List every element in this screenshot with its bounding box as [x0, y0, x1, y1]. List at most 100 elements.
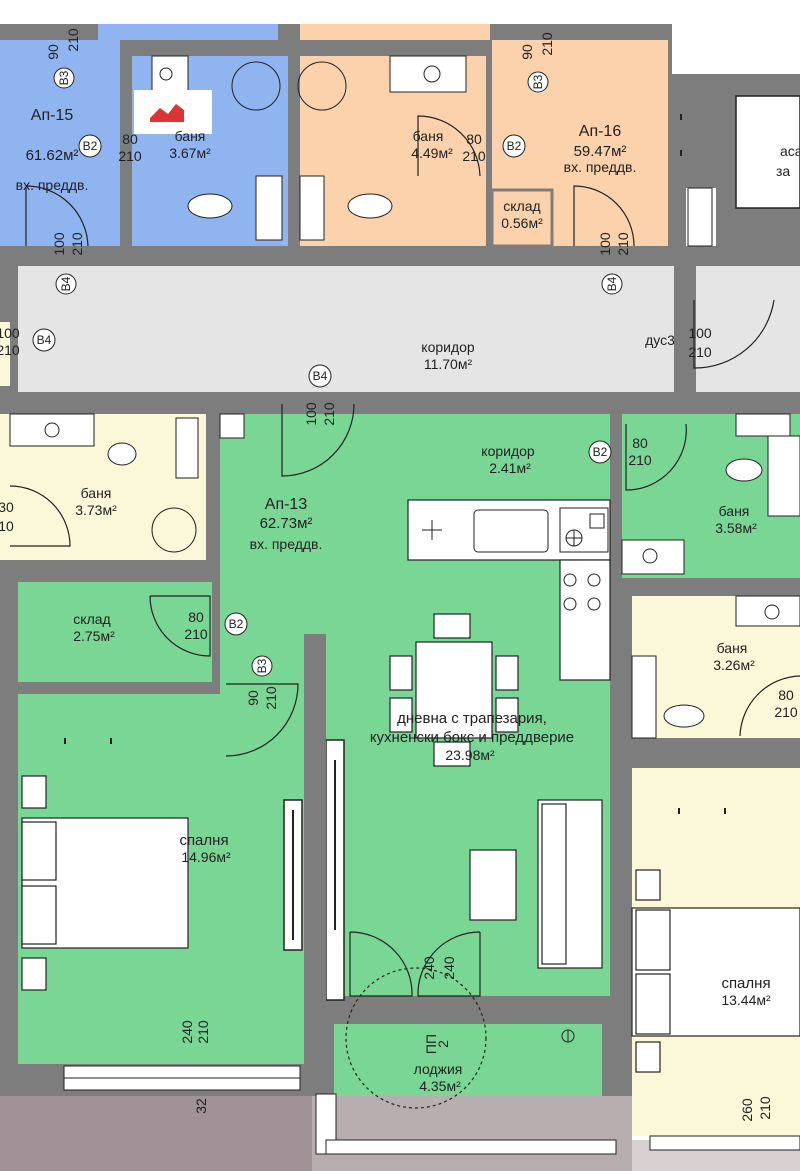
bath-right-area: 3.26м² — [713, 657, 755, 673]
corridor-main-area: 11.70м² — [424, 356, 473, 372]
tag-b3-c: B3 — [255, 658, 269, 673]
dim-90-c: 90 — [245, 690, 261, 706]
ap15-name: Ап-15 — [31, 107, 74, 124]
tag-b3-b: B3 — [531, 74, 545, 89]
dim-90-a: 90 — [45, 44, 61, 60]
window-loggia — [315, 1093, 617, 1155]
door-dims-horizontal: 80 210 80 210 100 210 100 210 дус3 80 21… — [0, 131, 798, 720]
dim-100-e: 100 — [688, 325, 712, 341]
bath15-name: баня — [175, 128, 206, 144]
dim-pp-n: 2 — [435, 1040, 451, 1048]
dim-210-n: 210 — [184, 626, 208, 642]
dim-dus: дус3 — [645, 332, 675, 348]
bed-right-icon — [631, 869, 800, 1073]
ap16-name: Ап-16 — [579, 123, 622, 140]
storage13-area: 2.75м² — [73, 628, 115, 644]
dim-90-b: 90 — [519, 44, 535, 60]
stove-icon — [563, 573, 601, 611]
tag-b2-b: B2 — [507, 139, 522, 153]
bath13-area: 3.58м² — [715, 520, 757, 536]
ap13-storage — [18, 582, 212, 682]
shower-icon — [151, 61, 575, 1043]
storage16-area: 0.56м² — [501, 215, 543, 231]
washing-machine-icon — [559, 507, 609, 553]
sink-icon — [422, 509, 549, 553]
loggia-name: лоджия — [414, 1061, 463, 1077]
bed-icon — [21, 775, 189, 991]
door-tags — [32, 67, 623, 677]
dim-240-c: 240 — [179, 1020, 195, 1044]
bath-left-area: 3.73м² — [75, 502, 117, 518]
ap16-area: 59.47м² — [574, 143, 627, 160]
terrace-area — [0, 1096, 330, 1171]
glass-lines — [292, 760, 336, 940]
bath-right-name: баня — [717, 640, 748, 656]
storage16-name: склад — [503, 198, 540, 214]
dim-100-d: 100 — [0, 325, 20, 341]
stair-logo-icon — [134, 90, 212, 134]
dim-210-l: 210 — [688, 344, 712, 360]
kitchen-counter — [407, 499, 611, 681]
sink-bath-icon — [9, 55, 800, 627]
dim-210-i: 210 — [118, 148, 142, 164]
right-room — [735, 95, 800, 209]
dim-260: 260 — [739, 1098, 755, 1122]
tag-b4-a: B4 — [59, 276, 73, 291]
window-bedroom — [63, 1065, 301, 1091]
partial-right-2: за — [776, 163, 790, 179]
dim-80-c: 80 — [632, 435, 648, 451]
door-swings — [9, 115, 800, 1109]
tag-b2-d: B2 — [229, 617, 244, 631]
ap15-area: 61.62м² — [26, 147, 79, 164]
dim-210-k: 210 — [0, 342, 20, 358]
dim-240-b: 240 — [441, 956, 457, 980]
corridor13-area: 2.41м² — [489, 460, 531, 476]
window-right — [649, 1135, 800, 1151]
bedroom13-name: спалня — [179, 832, 228, 849]
ap16-top — [300, 24, 490, 40]
dim-210-b: 210 — [539, 32, 555, 56]
dim-30: 30 — [0, 499, 14, 515]
bedroom-right-area: 13.44м² — [721, 992, 771, 1008]
dim-10: 10 — [0, 518, 14, 534]
dim-80-b: 80 — [466, 131, 482, 147]
tag-b2-a: B2 — [83, 139, 98, 153]
door-tag-labels: B3 B3 B2 B2 B4 B4 B4 B4 B2 B2 B3 — [37, 70, 619, 673]
ap15-top — [98, 24, 278, 40]
ap15-note: вх. преддв. — [16, 177, 89, 193]
door-dims-vertical: 90 210 90 210 100 210 100 210 100 210 90… — [45, 28, 773, 1122]
dim-210-d: 210 — [615, 232, 631, 256]
dim-pp: ПП — [423, 1034, 439, 1054]
dim-80-a: 80 — [122, 131, 138, 147]
dim-32: 32 — [193, 1098, 209, 1114]
living-line1: дневна с трапезария, — [397, 710, 547, 727]
corridor-main-name: коридор — [421, 339, 475, 355]
corridor-main — [18, 266, 674, 392]
dim-210-c: 210 — [69, 232, 85, 256]
ap16-note: вх. преддв. — [564, 159, 637, 175]
storage13-name: склад — [73, 611, 110, 627]
dim-100-c: 100 — [303, 402, 319, 426]
tag-b4-b: B4 — [605, 276, 619, 291]
ap13-area: 62.73м² — [260, 515, 313, 532]
bath15-area: 3.67м² — [169, 145, 211, 161]
bedroom13-area: 14.96м² — [181, 849, 231, 865]
sofa-icon — [469, 799, 603, 969]
tag-b2-c: B2 — [593, 445, 608, 459]
terrace-strip — [312, 1096, 632, 1171]
dim-240-a: 240 — [421, 956, 437, 980]
toilet-icon — [107, 193, 763, 728]
dim-80-d: 80 — [188, 609, 204, 625]
dim-210-g: 210 — [195, 1020, 211, 1044]
ap13-loggia-link — [220, 680, 320, 720]
dim-210-o: 210 — [774, 704, 798, 720]
tag-b3-a: B3 — [57, 70, 71, 85]
bath16-name: баня — [413, 128, 444, 144]
bath16-area: 4.49м² — [411, 145, 453, 161]
dim-210-m: 210 — [628, 452, 652, 468]
ap13-note: вх. преддв. — [250, 536, 323, 552]
dim-210-f: 210 — [263, 686, 279, 710]
ap16-storage — [490, 188, 554, 248]
washing-machine-bath-icon — [175, 175, 800, 739]
